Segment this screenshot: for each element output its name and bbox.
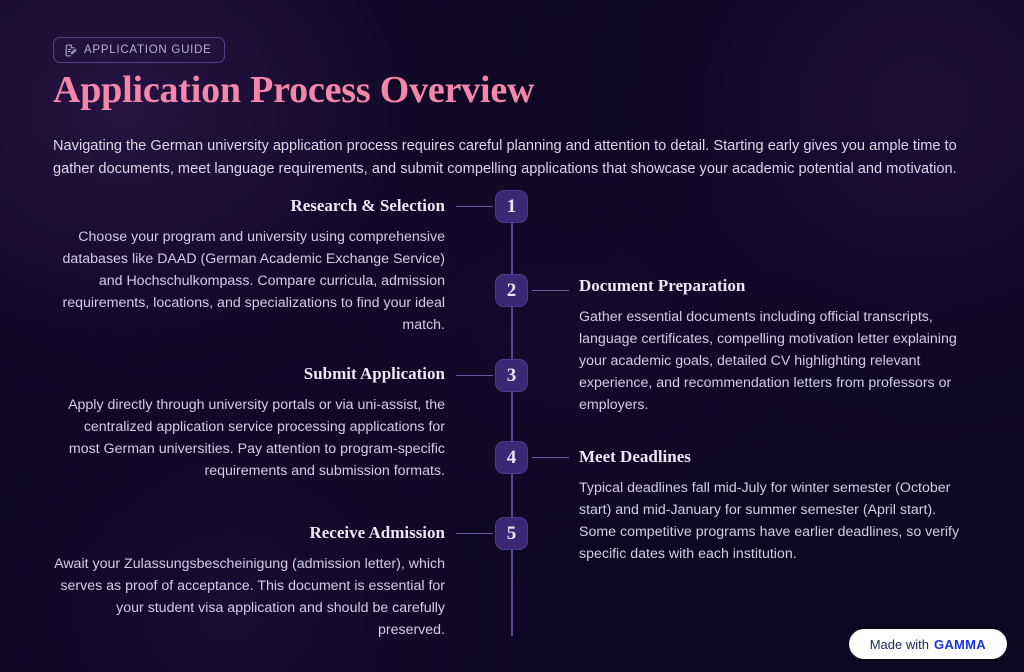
timeline-step-title: Meet Deadlines	[579, 447, 691, 466]
timeline-spine	[511, 206, 513, 636]
timeline-step-title: Receive Admission	[309, 523, 445, 542]
made-with-label: Made with	[869, 636, 929, 652]
made-with-gamma-badge[interactable]: Made with GAMMA	[848, 629, 1007, 659]
timeline-node-number: 4	[506, 446, 517, 468]
timeline-step-title: Document Preparation	[579, 276, 746, 295]
timeline-connector-4	[531, 457, 569, 458]
timeline-connector-1	[455, 206, 493, 207]
timeline-step-body: Typical deadlines fall mid-July for wint…	[579, 480, 960, 562]
timeline-connector-5	[455, 533, 493, 534]
timeline-node-number: 1	[506, 195, 517, 217]
timeline-node-number: 2	[506, 279, 517, 301]
timeline-step-body: Gather essential documents including off…	[579, 309, 957, 413]
timeline-node-1: 1	[495, 190, 528, 223]
timeline-connector-3	[455, 375, 493, 376]
timeline-node-number: 3	[506, 364, 517, 386]
timeline-step-body: Await your Zulassungsbescheinigung (admi…	[54, 556, 445, 638]
timeline-node-2: 2	[495, 274, 528, 307]
timeline-step-title: Submit Application	[303, 364, 445, 383]
timeline-connector-2	[531, 290, 569, 291]
gamma-brand-label: GAMMA	[933, 636, 986, 652]
timeline-step-body: Choose your program and university using…	[62, 229, 446, 333]
timeline-step-title: Research & Selection	[290, 196, 445, 215]
timeline-node-5: 5	[495, 517, 528, 550]
timeline-node-3: 3	[495, 359, 528, 392]
timeline-step-body: Apply directly through university portal…	[68, 397, 445, 479]
timeline-node-4: 4	[495, 441, 528, 474]
timeline-node-number: 5	[506, 522, 517, 544]
